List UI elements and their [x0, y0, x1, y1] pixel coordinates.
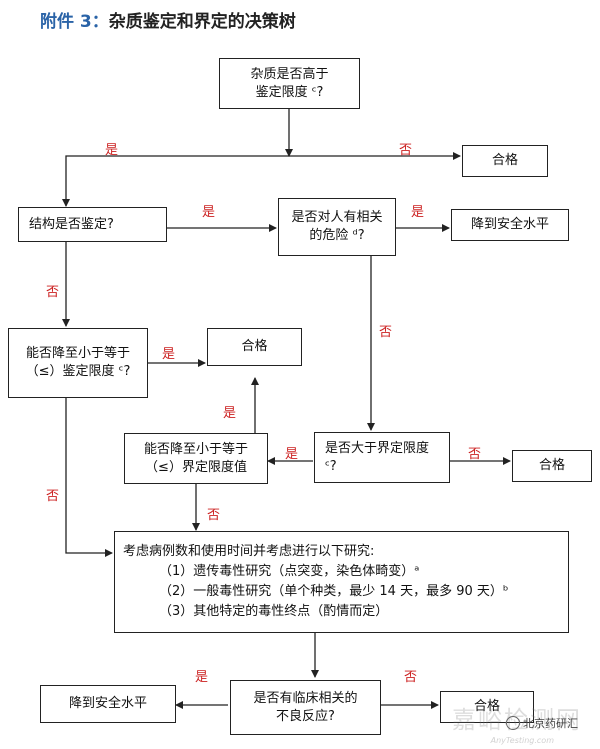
label-yes-structure: 是 — [202, 205, 216, 220]
node-reduce-below-qualification: 能否降至小于等于 （≤）界定限度值 — [124, 433, 268, 484]
node-line: 降到安全水平 — [470, 217, 549, 232]
node-line: 能否降至小于等于 — [25, 346, 130, 361]
node-above-qualification: 是否大于界定限度 ᶜ? — [314, 432, 450, 483]
node-reduce-below-identification: 能否降至小于等于 （≤）鉴定限度 ᶜ? — [8, 328, 148, 398]
label-no-qual: 否 — [468, 447, 482, 462]
node-above-identification: 杂质是否高于鉴定限度 ᶜ? — [219, 58, 360, 109]
node-line: 不良反应? — [276, 708, 335, 724]
node-line: 合格 — [491, 153, 518, 168]
node-pass-3: 合格 — [512, 450, 592, 482]
watermark-tag-text: 北京药研汇 — [523, 717, 578, 730]
node-line: 合格 — [473, 699, 500, 714]
node-pass-2: 合格 — [207, 328, 302, 366]
watermark-tag: 北京药研汇 — [506, 715, 578, 731]
edge-yes-to-structure — [62, 155, 289, 207]
label-yes-ident: 是 — [162, 347, 176, 362]
node-human-risk: 是否对人有相关的危险 ᵈ? — [278, 198, 396, 256]
node-line: 结构是否鉴定? — [29, 216, 114, 232]
node-clinical-adverse: 是否有临床相关的不良反应? — [230, 680, 381, 735]
node-studies: 考虑病例数和使用时间并考虑进行以下研究: （1）遗传毒性研究（点突变，染色体畸变）… — [114, 531, 569, 633]
node-line: 合格 — [241, 339, 268, 354]
node-line: 降到安全水平 — [68, 696, 147, 711]
node-line: （≤）界定限度值 — [145, 459, 247, 475]
node-line: 鉴定限度 ᶜ? — [255, 84, 324, 100]
title-text: 杂质鉴定和界定的决策树 — [108, 12, 296, 32]
label-yes-left-top: 是 — [105, 143, 119, 158]
label-no-risk: 否 — [379, 325, 393, 340]
node-line: 杂质是否高于 — [250, 66, 329, 82]
node-line: 合格 — [538, 458, 565, 473]
node-line: （1）遗传毒性研究（点突变，染色体畸变）ᵃ — [159, 564, 420, 579]
node-pass-4: 合格 — [440, 691, 534, 723]
label-yes-risk: 是 — [411, 205, 425, 220]
title-prefix: 附件 3： — [40, 12, 109, 32]
label-yes-clinical: 是 — [195, 670, 209, 685]
node-line: （3）其他特定的毒性终点（酌情而定） — [159, 604, 389, 619]
node-reduce-safe-2: 降到安全水平 — [40, 685, 176, 723]
label-no-ident: 否 — [46, 489, 60, 504]
edge-ident-no — [65, 398, 113, 557]
node-reduce-safe-1: 降到安全水平 — [451, 209, 569, 241]
wechat-icon — [506, 716, 520, 730]
node-pass-1: 合格 — [462, 145, 548, 177]
label-yes-qualreduce: 是 — [223, 406, 237, 421]
node-line: 是否大于界定限度 — [325, 440, 430, 456]
node-line: 考虑病例数和使用时间并考虑进行以下研究: — [123, 544, 375, 559]
label-yes-qual: 是 — [285, 447, 299, 462]
watermark-url: AnyTesting.com — [490, 736, 554, 745]
node-line: （≤）鉴定限度 ᶜ? — [25, 364, 131, 379]
node-line: ᶜ? — [325, 458, 337, 474]
node-line: 是否对人有相关 — [291, 210, 383, 225]
node-line: （2）一般毒性研究（单个种类，最少 14 天，最多 90 天）ᵇ — [159, 584, 509, 599]
node-line: 能否降至小于等于 — [143, 441, 248, 457]
node-line: 是否有临床相关的 — [253, 690, 358, 706]
label-no-qualreduce: 否 — [207, 508, 221, 523]
node-structure-identified: 结构是否鉴定? — [18, 207, 167, 242]
node-line: 的危险 ᵈ? — [309, 228, 365, 243]
label-no-structure: 否 — [46, 285, 60, 300]
page-title: 附件 3：杂质鉴定和界定的决策树 — [40, 7, 296, 32]
label-no-right-top: 否 — [399, 143, 413, 158]
label-no-clinical: 否 — [404, 670, 418, 685]
